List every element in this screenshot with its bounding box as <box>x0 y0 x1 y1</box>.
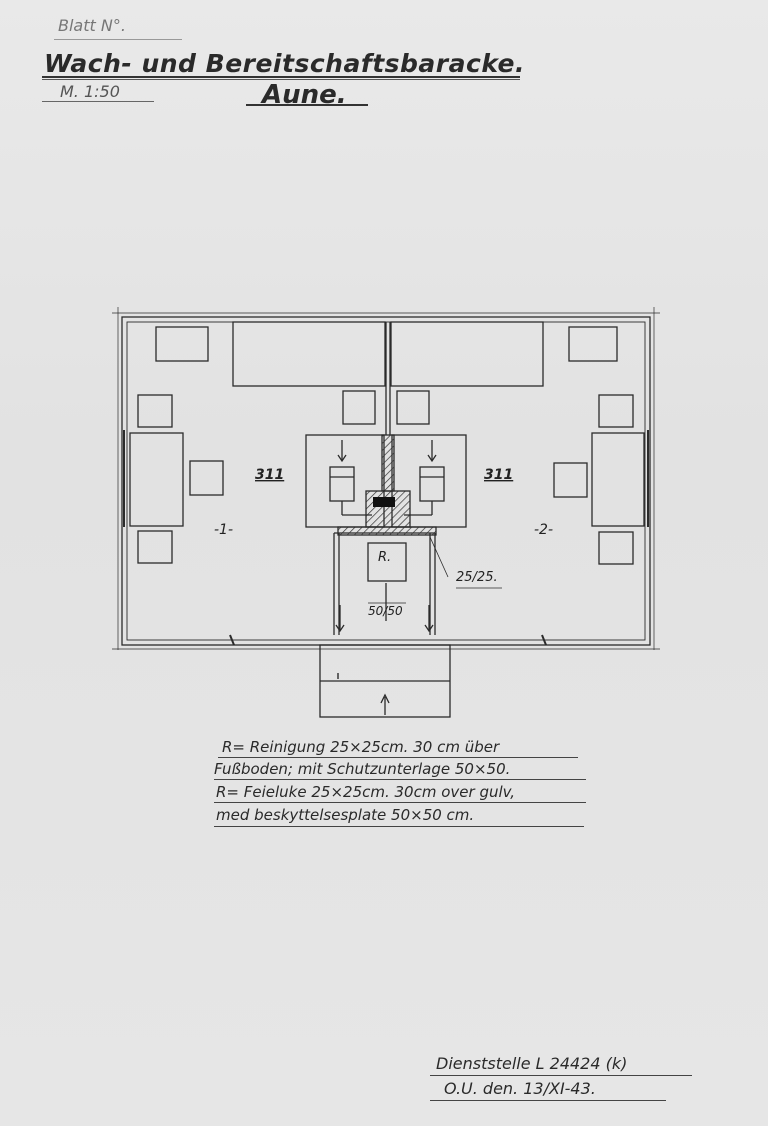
note-underline <box>214 802 586 803</box>
scale-underline <box>42 101 154 102</box>
stool <box>189 460 224 496</box>
chimney <box>337 434 437 536</box>
sheet-number-underline <box>54 39 182 40</box>
center-label: R. <box>378 550 391 565</box>
stool <box>598 531 634 565</box>
floor-plan: 311 311 -1- -2- R. 25/25. 50/50 <box>112 307 660 718</box>
date-line: O.U. den. 13/XI-43. <box>444 1079 596 1098</box>
note-underline <box>218 757 578 758</box>
note-line-2: Fußboden; mit Schutzunterlage 50×50. <box>214 760 511 778</box>
signature-underline <box>430 1075 692 1076</box>
inspection-hatch <box>367 542 407 582</box>
signature-underline <box>430 1100 666 1101</box>
room-left-number: -1- <box>214 522 233 538</box>
dim-large: 50/50 <box>368 604 403 618</box>
stove-right <box>419 466 445 502</box>
room-left-code: 311 <box>255 467 284 483</box>
stool <box>553 462 588 498</box>
stool <box>137 394 173 428</box>
title-underline <box>42 76 520 78</box>
bunk-right <box>390 321 544 387</box>
dim-small: 25/25. <box>456 570 498 585</box>
long-table-right <box>591 432 645 527</box>
room-right-number: -2- <box>534 522 553 538</box>
place-underline <box>246 104 368 106</box>
drawing-title: Wach- und Bereitschaftsbaracke. <box>44 49 526 78</box>
scale-label: M. 1:50 <box>60 82 120 101</box>
stool <box>137 530 173 564</box>
title-underline-second <box>42 79 520 80</box>
long-table-left <box>129 432 184 527</box>
stool <box>598 394 634 428</box>
stove-left <box>329 466 355 502</box>
note-underline <box>214 826 584 827</box>
room-right-code: 311 <box>484 467 513 483</box>
table-top-left <box>155 326 209 362</box>
note-line-3: R= Feieluke 25×25cm. 30cm over gulv, <box>216 783 516 801</box>
note-line-1: R= Reinigung 25×25cm. 30 cm über <box>222 738 500 756</box>
note-line-4: med beskyttelsesplate 50×50 cm. <box>216 806 475 824</box>
bunk-left <box>232 321 386 387</box>
office-stamp: Dienststelle L 24424 (k) <box>436 1054 628 1073</box>
stool <box>396 390 430 425</box>
table-top-right <box>568 326 618 362</box>
sheet-number-label: Blatt N°. <box>58 16 126 35</box>
stool <box>342 390 376 425</box>
note-underline <box>214 779 586 780</box>
